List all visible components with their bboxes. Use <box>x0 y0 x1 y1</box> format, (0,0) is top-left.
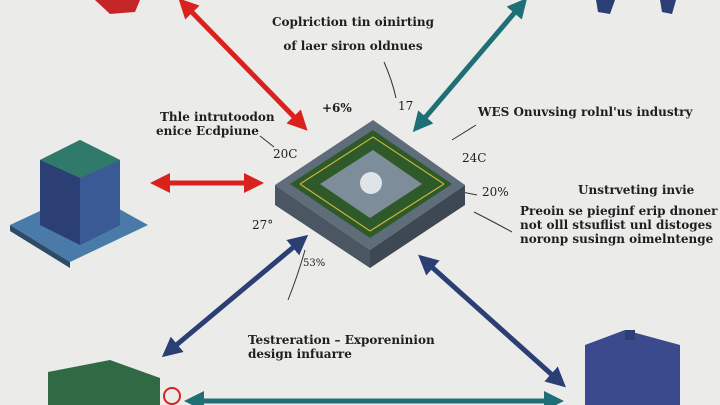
navy-arrow-left <box>161 234 309 358</box>
bottom-left-device <box>48 360 181 405</box>
right-block-line-3: noronp susingn oimelntenge <box>520 232 714 246</box>
red-arrow-top <box>178 0 308 131</box>
central-chip <box>275 120 465 268</box>
top-caption-line-1: Coplriction tin oinirting <box>271 15 435 29</box>
right-block-line-2: not olll stsuflist unl distoges <box>520 218 713 232</box>
left-title-line-1: Thle intrutoodon <box>160 110 275 124</box>
bottom-caption-line-1: Testreration – Exporeninion <box>248 333 435 347</box>
right-block-title: Unstrveting invie <box>578 183 695 197</box>
label-53-percent: 53% <box>303 258 326 269</box>
teal-arrow-top <box>412 0 528 133</box>
navy-arrow-right <box>418 254 566 388</box>
label-17: 17 <box>398 99 414 113</box>
label-20-percent: 20% <box>482 185 509 199</box>
right-block-line-1: Preoin se pieginf erip dnoner <box>520 204 718 218</box>
top-right-object <box>596 0 676 14</box>
bottom-right-device <box>585 330 680 405</box>
label-27-degrees: 27° <box>252 218 274 232</box>
left-server-board <box>10 140 148 268</box>
top-left-object <box>95 0 140 14</box>
left-title-line-2: enice Ecdpiune <box>156 124 259 138</box>
label-wes: WES Onuvsing rolnl'us industry <box>478 105 693 119</box>
label-24c: 24C <box>462 151 487 165</box>
bottom-caption-line-2: design infuarre <box>248 347 352 361</box>
top-caption-line-2: of laer siron oldnues <box>283 39 423 53</box>
label-plus-6: +6% <box>322 101 352 115</box>
label-20c: 20C <box>273 147 298 161</box>
